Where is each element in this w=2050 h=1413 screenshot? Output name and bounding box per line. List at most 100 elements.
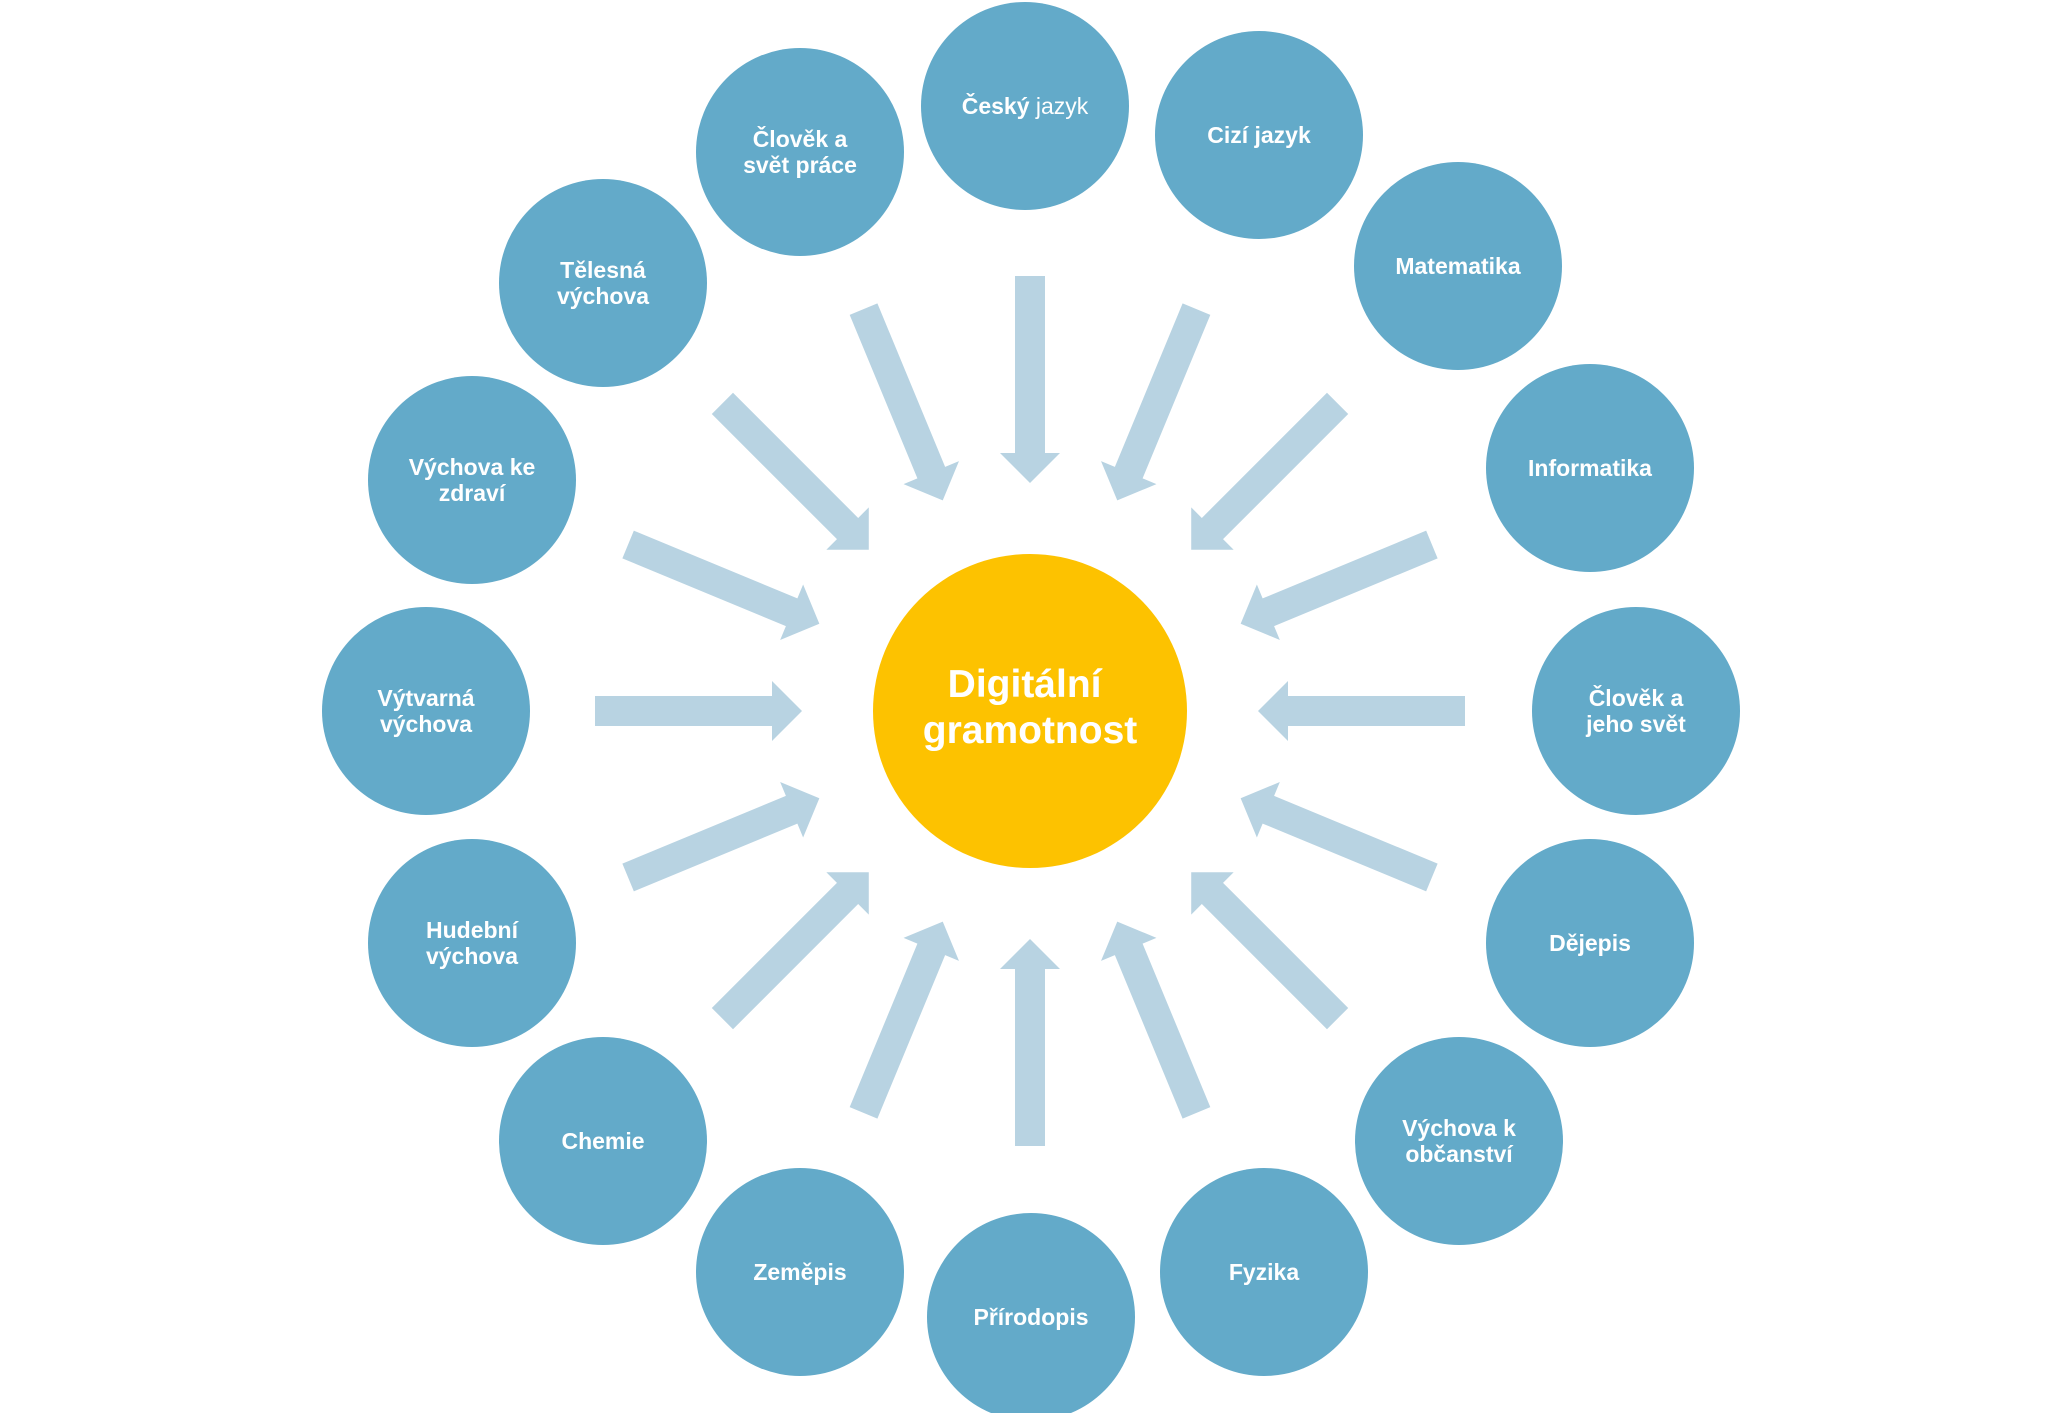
arrow-16 (849, 303, 959, 501)
arrow-10 (849, 921, 959, 1119)
arrow-6 (1240, 782, 1438, 892)
label-part-light: jazyk (1029, 93, 1088, 119)
subject-label-line: zdraví (439, 480, 507, 506)
arrow-5 (1258, 681, 1465, 741)
arrow-shape (1000, 939, 1060, 1146)
arrow-1 (1000, 276, 1060, 483)
subject-circle (499, 1037, 707, 1245)
subject-circle (1160, 1168, 1368, 1376)
center-label-line-1: Digitální (948, 663, 1103, 706)
subject-label-line: svět práce (743, 152, 857, 178)
arrow-shape (711, 392, 869, 550)
subject-label-line: Cizí jazyk (1207, 122, 1311, 148)
arrow-4 (1240, 530, 1438, 640)
subject-circle (1354, 162, 1562, 370)
center-node: Digitální gramotnost (873, 554, 1187, 868)
arrow-7 (1191, 872, 1349, 1030)
subject-node-chemie: Chemie (499, 1037, 707, 1245)
subject-label: Matematika (1395, 253, 1520, 279)
arrow-12 (622, 782, 820, 892)
subject-node-zemepis: Zeměpis (696, 1168, 904, 1376)
subject-node-cizi-jazyk: Cizí jazyk (1155, 31, 1363, 239)
arrow-9 (1000, 939, 1060, 1146)
subject-label-line: Fyzika (1229, 1259, 1300, 1285)
subject-circle (322, 607, 530, 815)
subject-label-line: Hudební (426, 917, 520, 943)
arrow-shape (849, 921, 959, 1119)
subject-node-prirodopis: Přírodopis (927, 1213, 1135, 1413)
subject-label: Chemie (561, 1128, 644, 1154)
arrow-shape (595, 681, 802, 741)
center-label-line-2: gramotnost (923, 709, 1138, 752)
subject-label-line: občanství (1405, 1141, 1514, 1167)
subject-label: Dějepis (1549, 930, 1631, 956)
subject-label-line: výchova (380, 711, 472, 737)
arrow-shape (622, 530, 820, 640)
subject-circle (1486, 839, 1694, 1047)
arrow-shape (1240, 530, 1438, 640)
arrow-shape (1191, 872, 1349, 1030)
arrow-shape (1258, 681, 1465, 741)
arrow-14 (622, 530, 820, 640)
subject-circle (927, 1213, 1135, 1413)
subject-node-cesky-jazyk: Český jazyk (921, 2, 1129, 210)
subject-circle (499, 179, 707, 387)
subject-node-informatika: Informatika (1486, 364, 1694, 572)
subject-label-line: výchova (426, 943, 518, 969)
subject-label-line: Člověk a (1589, 684, 1684, 711)
arrow-3 (1191, 392, 1349, 550)
arrow-shape (1101, 303, 1211, 501)
subject-label-line: Člověk a (753, 125, 848, 152)
subject-label-line: Výtvarná (377, 685, 474, 711)
subject-label: Cizí jazyk (1207, 122, 1311, 148)
subject-circle (696, 48, 904, 256)
subject-label: Fyzika (1229, 1259, 1300, 1285)
subject-circle (368, 376, 576, 584)
subject-circle (696, 1168, 904, 1376)
subject-circle (1532, 607, 1740, 815)
subject-label: Informatika (1528, 455, 1652, 481)
subject-label-line: Informatika (1528, 455, 1652, 481)
subject-label-line: jeho svět (1585, 711, 1686, 737)
subject-label-line: Výchova ke (409, 454, 536, 480)
arrow-shape (622, 782, 820, 892)
subject-label: Přírodopis (973, 1304, 1088, 1330)
subject-circle (921, 2, 1129, 210)
subject-label-line: Chemie (561, 1128, 644, 1154)
subject-label: Český jazyk (962, 92, 1089, 119)
arrow-8 (1101, 921, 1211, 1119)
subject-label-line: Přírodopis (973, 1304, 1088, 1330)
arrow-13 (595, 681, 802, 741)
arrow-shape (1240, 782, 1438, 892)
subject-node-dejepis: Dějepis (1486, 839, 1694, 1047)
label-part-bold: Český (962, 92, 1030, 119)
arrow-11 (711, 872, 869, 1030)
subject-circle (1155, 31, 1363, 239)
subject-label-line: výchova (557, 283, 649, 309)
subject-label-line: Výchova k (1402, 1115, 1516, 1141)
center-circle (873, 554, 1187, 868)
subject-label: Zeměpis (753, 1259, 846, 1285)
arrow-2 (1101, 303, 1211, 501)
subject-circle (1486, 364, 1694, 572)
subject-node-fyzika: Fyzika (1160, 1168, 1368, 1376)
arrow-15 (711, 392, 869, 550)
subject-label-line: Matematika (1395, 253, 1520, 279)
arrow-shape (849, 303, 959, 501)
subject-node-matematika: Matematika (1354, 162, 1562, 370)
